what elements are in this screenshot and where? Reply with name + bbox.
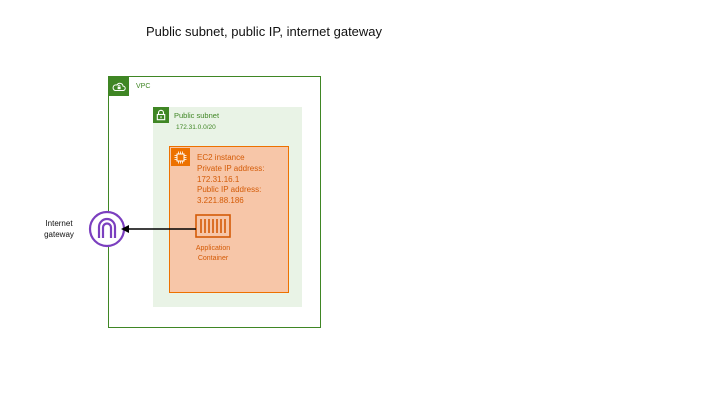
container-icon bbox=[195, 214, 231, 243]
subnet-label: Public subnet bbox=[174, 111, 220, 120]
private-ip-label: Private IP address: bbox=[197, 164, 265, 173]
chip-icon bbox=[171, 148, 190, 166]
cloud-lock-icon bbox=[108, 76, 129, 96]
lock-icon bbox=[153, 107, 169, 123]
public-ip-label: Public IP address: bbox=[197, 185, 262, 194]
public-ip-value: 3.221.88.186 bbox=[197, 196, 244, 205]
internet-gateway-label: Internet gateway bbox=[36, 218, 82, 240]
igw-label-line1: Internet bbox=[45, 219, 73, 228]
vpc-label: VPC bbox=[136, 83, 151, 90]
subnet-cidr: 172.31.0.0/20 bbox=[176, 124, 216, 131]
connector-arrow bbox=[120, 222, 197, 240]
vpc-group bbox=[108, 76, 321, 328]
ec2-instance-group bbox=[169, 146, 289, 293]
ec2-title: EC2 instance bbox=[197, 153, 245, 162]
private-ip-value: 172.31.16.1 bbox=[197, 175, 240, 184]
diagram-title: Public subnet, public IP, internet gatew… bbox=[145, 24, 383, 39]
container-label-line2: Container bbox=[197, 255, 229, 262]
igw-label-line2: gateway bbox=[44, 230, 74, 239]
container-label-line1: Application bbox=[195, 245, 231, 252]
